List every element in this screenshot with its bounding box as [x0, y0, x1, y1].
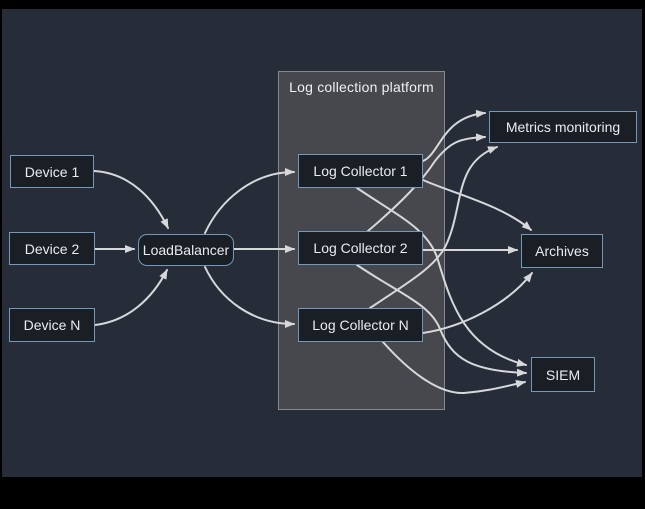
edge-device1-loadbalancer — [93, 170, 169, 229]
node-device-2-label: Device 2 — [24, 240, 80, 257]
node-log-collector-1: Log Collector 1 — [298, 154, 423, 188]
node-metrics-monitoring-label: Metrics monitoring — [505, 119, 621, 135]
platform-title: Log collection platform — [289, 79, 434, 95]
node-device-n-label: Device N — [23, 317, 81, 333]
node-metrics-monitoring: Metrics monitoring — [489, 111, 637, 143]
node-loadbalancer: LoadBalancer — [138, 234, 234, 266]
edge-collector1-archives — [422, 179, 532, 231]
edges-layer — [93, 109, 533, 395]
diagram-canvas: Log collection platform Device 1 Device … — [2, 9, 642, 477]
node-log-collector-2-label: Log Collector 2 — [313, 240, 408, 256]
edge-collectorN-siem — [382, 341, 526, 395]
node-loadbalancer-label: LoadBalancer — [142, 242, 230, 258]
node-device-1: Device 1 — [10, 155, 94, 188]
edge-collector2-siem — [356, 264, 527, 377]
edge-loadbalancer-collectorN — [204, 266, 295, 328]
edge-collector1-metrics — [422, 109, 486, 162]
node-device-2: Device 2 — [9, 232, 95, 265]
node-log-collector-2: Log Collector 2 — [298, 231, 423, 265]
node-archives: Archives — [521, 234, 603, 268]
node-archives-label: Archives — [535, 243, 589, 259]
node-log-collector-1-label: Log Collector 1 — [313, 163, 408, 179]
edge-deviceN-loadbalancer — [94, 269, 168, 326]
node-device-n: Device N — [9, 308, 95, 342]
node-device-1-label: Device 1 — [24, 163, 80, 180]
node-log-collector-n: Log Collector N — [298, 308, 423, 342]
edge-collector1-siem — [356, 187, 527, 367]
edge-collectorN-metrics — [369, 146, 498, 309]
node-log-collector-n-label: Log Collector N — [312, 317, 409, 333]
node-siem: SIEM — [531, 357, 595, 392]
node-siem-label: SIEM — [545, 366, 581, 383]
edge-loadbalancer-collector1 — [204, 168, 295, 234]
edge-collector2-metrics — [367, 133, 486, 232]
edge-collectorN-archives — [422, 272, 533, 334]
